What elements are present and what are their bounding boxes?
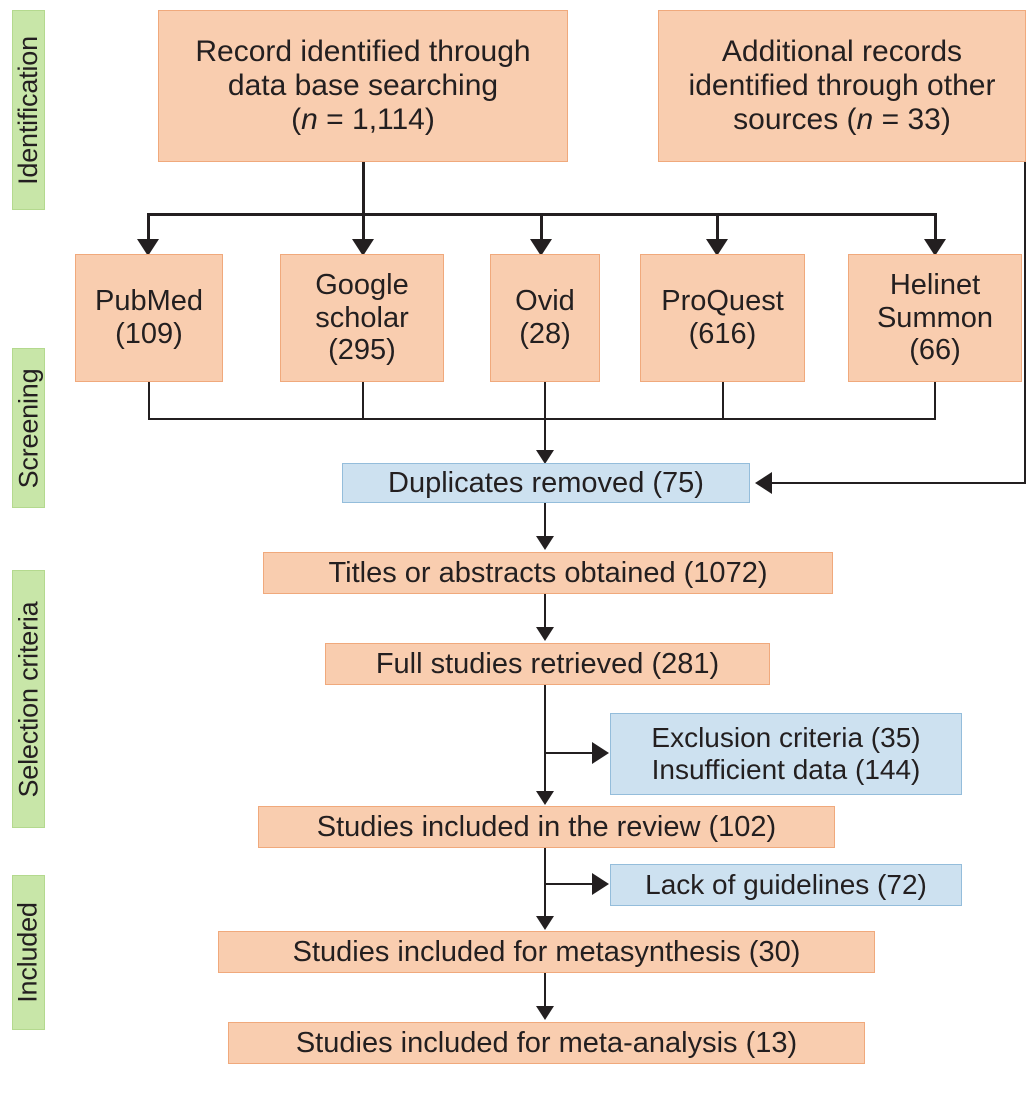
db-search-line1: Record identified through — [195, 35, 531, 69]
arrowhead-duplicates — [536, 450, 554, 464]
exclusion-line-2: Insufficient data (144) — [651, 754, 921, 785]
box-proquest: ProQuest(616) — [640, 254, 805, 382]
arrowhead-helinet — [924, 239, 946, 256]
connector-drop-proquest — [716, 213, 719, 241]
box-pubmed: PubMed(109) — [75, 254, 223, 382]
box-studies-metasynthesis: Studies included for metasynthesis (30) — [218, 931, 875, 973]
stage-label-identification: Identification — [12, 10, 45, 210]
connector-drop-pubmed — [147, 213, 150, 241]
helinet-name-2: Summon — [876, 301, 994, 334]
box-exclusion-criteria-text: Exclusion criteria (35)Insufficient data… — [611, 722, 961, 785]
arrowhead-pubmed — [137, 239, 159, 256]
connector-merge-bus — [148, 418, 936, 420]
pubmed-name: PubMed — [94, 285, 203, 318]
box-ovid: Ovid(28) — [490, 254, 600, 382]
ovid-count: (28) — [519, 318, 571, 350]
connector-titles-to-full — [544, 594, 546, 631]
box-duplicates-removed-text: Duplicates removed (75) — [388, 466, 704, 499]
box-full-studies-retrieved: Full studies retrieved (281) — [325, 643, 770, 685]
box-pubmed-text: PubMed(109) — [76, 285, 222, 351]
box-titles-abstracts-obtained: Titles or abstracts obtained (1072) — [263, 552, 833, 594]
connector-drop-google — [362, 213, 365, 241]
box-studies-included-review: Studies included in the review (102) — [258, 806, 835, 848]
connector-drop-helinet — [934, 213, 937, 241]
connector-rise-helinet — [934, 382, 936, 420]
proquest-count: (616) — [688, 318, 757, 350]
arrowhead-duplicates-right-feed — [755, 472, 772, 494]
arrowhead-proquest — [706, 239, 728, 256]
connector-other-sources-left — [772, 482, 1026, 484]
other-src-line2: identified through other — [688, 69, 996, 103]
connector-branch-guidelines — [544, 883, 594, 885]
google-name-1: Google — [315, 268, 409, 301]
db-search-line2: data base searching — [227, 69, 499, 103]
pubmed-count: (109) — [115, 318, 183, 350]
connector-full-to-review — [544, 685, 546, 795]
stage-label-selection-criteria-text: Selection criteria — [13, 601, 43, 797]
box-duplicates-removed: Duplicates removed (75) — [342, 463, 750, 503]
arrowhead-metasynthesis — [536, 916, 554, 930]
arrowhead-titles — [536, 536, 554, 550]
connector-duplicates-to-titles — [544, 503, 546, 540]
stage-label-screening: Screening — [12, 348, 45, 508]
connector-branch-exclusion — [544, 752, 594, 754]
stage-label-screening-text: Screening — [13, 368, 43, 488]
helinet-count: (66) — [909, 334, 961, 367]
box-lack-of-guidelines-text: Lack of guidelines (72) — [645, 869, 927, 901]
connector-rise-pubmed — [148, 382, 150, 420]
proquest-name: ProQuest — [661, 285, 784, 318]
arrowhead-lack-guidelines — [592, 873, 609, 895]
connector-rise-google — [362, 382, 364, 420]
connector-drop-ovid — [540, 213, 543, 241]
box-ovid-text: Ovid(28) — [491, 285, 599, 351]
box-full-studies-retrieved-text: Full studies retrieved (281) — [375, 647, 720, 680]
exclusion-line-1: Exclusion criteria (35) — [651, 722, 921, 754]
other-src-count: sources (n = 33) — [733, 102, 951, 136]
google-name-2: scholar — [315, 301, 409, 334]
box-titles-abstracts-obtained-text: Titles or abstracts obtained (1072) — [328, 556, 768, 589]
helinet-name-1: Helinet — [889, 268, 981, 301]
arrowhead-ovid — [530, 239, 552, 256]
box-exclusion-criteria: Exclusion criteria (35)Insufficient data… — [610, 713, 962, 795]
box-studies-metasynthesis-text: Studies included for metasynthesis (30) — [292, 935, 801, 968]
connector-merge-stem — [544, 418, 546, 456]
arrowhead-full-studies — [536, 627, 554, 641]
db-search-count: (n = 1,114) — [291, 102, 435, 136]
arrowhead-google — [352, 239, 374, 256]
stage-label-selection-criteria: Selection criteria — [12, 570, 45, 828]
connector-rise-ovid — [544, 382, 546, 420]
connector-metasynthesis-to-metaanalysis — [544, 973, 546, 1010]
stage-label-included: Included — [12, 875, 45, 1030]
google-count: (295) — [328, 334, 396, 367]
box-proquest-text: ProQuest(616) — [641, 285, 804, 351]
other-src-line1: Additional records — [721, 35, 963, 69]
stage-label-included-text: Included — [13, 902, 44, 1003]
arrowhead-included-review — [536, 791, 554, 805]
ovid-name: Ovid — [515, 285, 575, 318]
connector-rise-proquest — [722, 382, 724, 420]
stage-label-identification-text: Identification — [13, 35, 43, 185]
box-lack-of-guidelines: Lack of guidelines (72) — [610, 864, 962, 906]
connector-dbsearch-stem — [362, 162, 365, 215]
box-studies-metaanalysis: Studies included for meta-analysis (13) — [228, 1022, 865, 1064]
arrowhead-exclusion — [592, 742, 609, 764]
box-studies-included-review-text: Studies included in the review (102) — [316, 810, 777, 843]
box-studies-metaanalysis-text: Studies included for meta-analysis (13) — [295, 1026, 798, 1059]
arrowhead-metaanalysis — [536, 1006, 554, 1020]
connector-other-sources-down — [1024, 162, 1026, 484]
